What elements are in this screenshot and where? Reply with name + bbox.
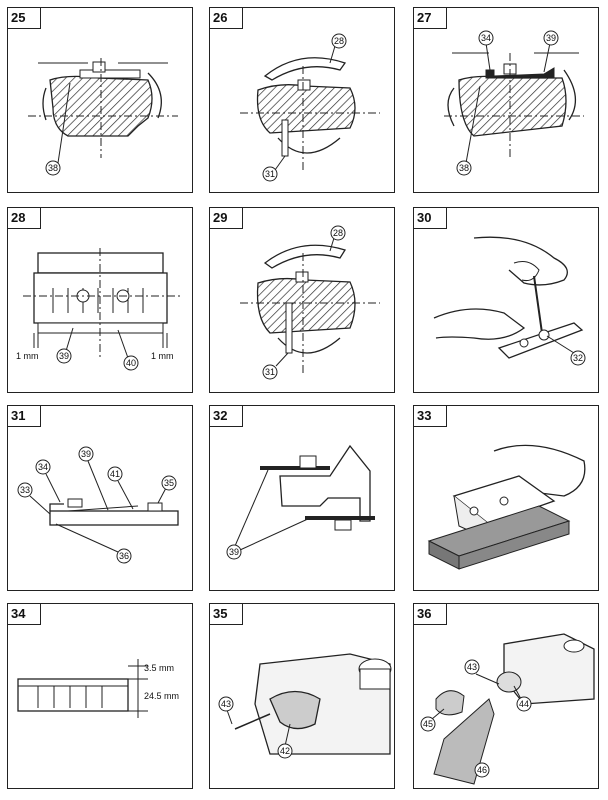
cutter-block-illustration: 38 <box>28 58 178 176</box>
figure-25: 25 38 <box>7 7 193 193</box>
callout-32: 32 <box>573 353 583 363</box>
callout-34: 34 <box>38 462 48 472</box>
blade-assembly-illustration: 32 <box>433 236 586 366</box>
figure-28: 28 1 mm 1 mm 39 40 <box>7 207 193 393</box>
callout-46: 46 <box>477 765 487 775</box>
callout-39: 39 <box>229 547 239 557</box>
figure-36: 36 43 44 45 46 <box>413 603 599 789</box>
callout-38: 38 <box>48 163 58 173</box>
callout-33: 33 <box>20 485 30 495</box>
callout-43: 43 <box>467 662 477 672</box>
figure-30: 30 32 <box>413 207 599 393</box>
figure-35: 35 43 42 <box>209 603 395 789</box>
figure-number: 28 <box>11 210 26 225</box>
callout-44: 44 <box>519 699 529 709</box>
figure-29: 29 28 31 <box>209 207 395 393</box>
figure-number: 29 <box>213 210 228 225</box>
figure-number: 30 <box>417 210 432 225</box>
callout-36: 36 <box>119 551 129 561</box>
callout-31: 31 <box>265 367 275 377</box>
callout-28: 28 <box>334 36 344 46</box>
dust-bag-illustration: 43 44 45 46 <box>420 633 595 785</box>
figure-26: 26 28 31 <box>209 7 395 193</box>
dimension-label: 24.5 mm <box>144 691 179 701</box>
dimension-label: 1 mm <box>151 351 174 361</box>
cutter-block-illustration: 34 39 38 <box>444 30 584 176</box>
figure-number: 25 <box>11 10 26 25</box>
figure-number: 26 <box>213 10 228 25</box>
dimension-label: 3.5 mm <box>144 663 174 673</box>
callout-39: 39 <box>59 351 69 361</box>
callout-41: 41 <box>110 469 120 479</box>
figure-number: 35 <box>213 606 228 621</box>
figure-27: 27 34 39 38 <box>413 7 599 193</box>
figure-number: 34 <box>11 606 26 621</box>
callout-40: 40 <box>126 358 136 368</box>
figure-number: 31 <box>11 408 26 423</box>
dimension-label: 1 mm <box>16 351 39 361</box>
figure-32: 32 39 <box>209 405 395 591</box>
callout-39: 39 <box>546 33 556 43</box>
sharpening-illustration <box>427 444 586 570</box>
callout-43: 43 <box>221 699 231 709</box>
cutter-block-illustration: 28 31 <box>240 225 380 380</box>
figure-number: 36 <box>417 606 432 621</box>
cutter-block-illustration: 28 31 <box>240 33 380 182</box>
blade-setting-illustration: 1 mm 1 mm 39 40 <box>16 248 180 371</box>
callout-45: 45 <box>423 719 433 729</box>
planer-chip-deflector-illustration: 43 42 <box>218 653 392 759</box>
callout-34: 34 <box>481 33 491 43</box>
callout-31: 31 <box>265 169 275 179</box>
figure-33: 33 <box>413 405 599 591</box>
figure-number: 33 <box>417 408 432 423</box>
callout-42: 42 <box>280 746 290 756</box>
blade-holder-illustration: 39 <box>226 444 375 560</box>
figure-31: 31 39 41 34 35 33 36 <box>7 405 193 591</box>
figure-34: 34 3.5 mm 24.5 mm <box>7 603 193 789</box>
callout-39: 39 <box>81 449 91 459</box>
blade-gauge-illustration: 3.5 mm 24.5 mm <box>17 659 179 718</box>
figure-number: 27 <box>417 10 432 25</box>
callout-28: 28 <box>333 228 343 238</box>
callout-38: 38 <box>459 163 469 173</box>
blade-parts-illustration: 39 41 34 35 33 36 <box>17 446 179 564</box>
callout-35: 35 <box>164 478 174 488</box>
figure-number: 32 <box>213 408 228 423</box>
